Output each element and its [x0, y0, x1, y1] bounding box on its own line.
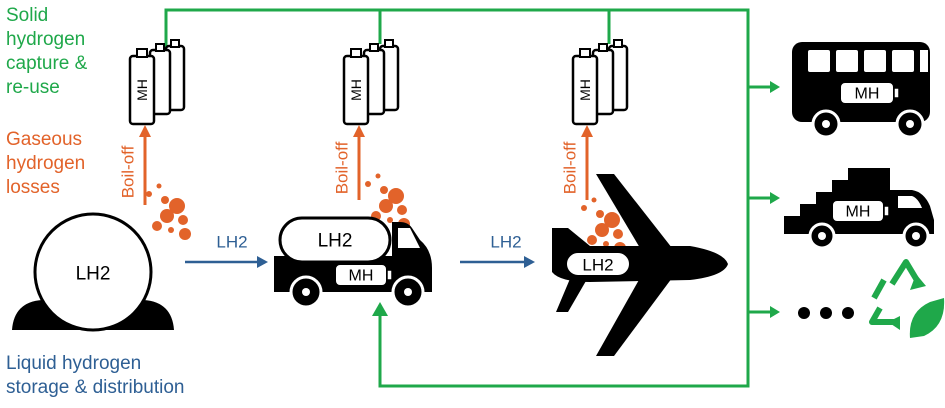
flow-lh2-label: LH2 [216, 233, 247, 252]
boxtruck-mh-label: MH [846, 204, 871, 221]
box-truck-icon [784, 168, 934, 250]
more-dots [798, 307, 854, 319]
mh-label: MH [577, 79, 593, 101]
solid-capture-label: Solid hydrogen capture & re-use [6, 5, 88, 98]
airplane-icon [552, 174, 728, 356]
bus-icon [792, 42, 930, 139]
lh2-flow-arrow [460, 256, 535, 268]
truck-lh2-label: LH2 [318, 231, 353, 252]
boil-off-label: Boil-off [561, 141, 580, 194]
bubbles-icon [146, 183, 191, 240]
gaseous-losses-label: Gaseous hydrogen losses [6, 129, 86, 198]
boil-off-arrows [139, 125, 593, 205]
lh2-flow-arrow [185, 256, 268, 268]
vehicle-feed-arrows [748, 81, 780, 318]
flow-lh2-label: LH2 [490, 233, 521, 252]
return-arrowhead [372, 302, 388, 316]
boil-off-label: Boil-off [119, 145, 138, 198]
tanker-truck-icon [274, 216, 432, 309]
mh-label: MH [348, 79, 364, 101]
truck-mh-label: MH [349, 268, 374, 285]
mh-label: MH [134, 79, 150, 101]
liquid-storage-label: Liquid hydrogen storage & distribution [6, 353, 185, 398]
capture-network [164, 8, 750, 388]
mh-cylinder-icon: MH [128, 38, 186, 126]
storage-sphere-icon [12, 212, 174, 332]
mh-cylinder-icon: MH [342, 38, 400, 126]
bus-mh-label: MH [855, 86, 880, 103]
leaf-icon [909, 298, 945, 338]
boil-off-label: Boil-off [333, 141, 352, 194]
sphere-lh2-label: LH2 [76, 264, 111, 285]
recycle-leaf-icon [869, 259, 926, 330]
mh-cylinder-icon: MH [571, 38, 629, 126]
plane-lh2-label: LH2 [582, 256, 613, 275]
